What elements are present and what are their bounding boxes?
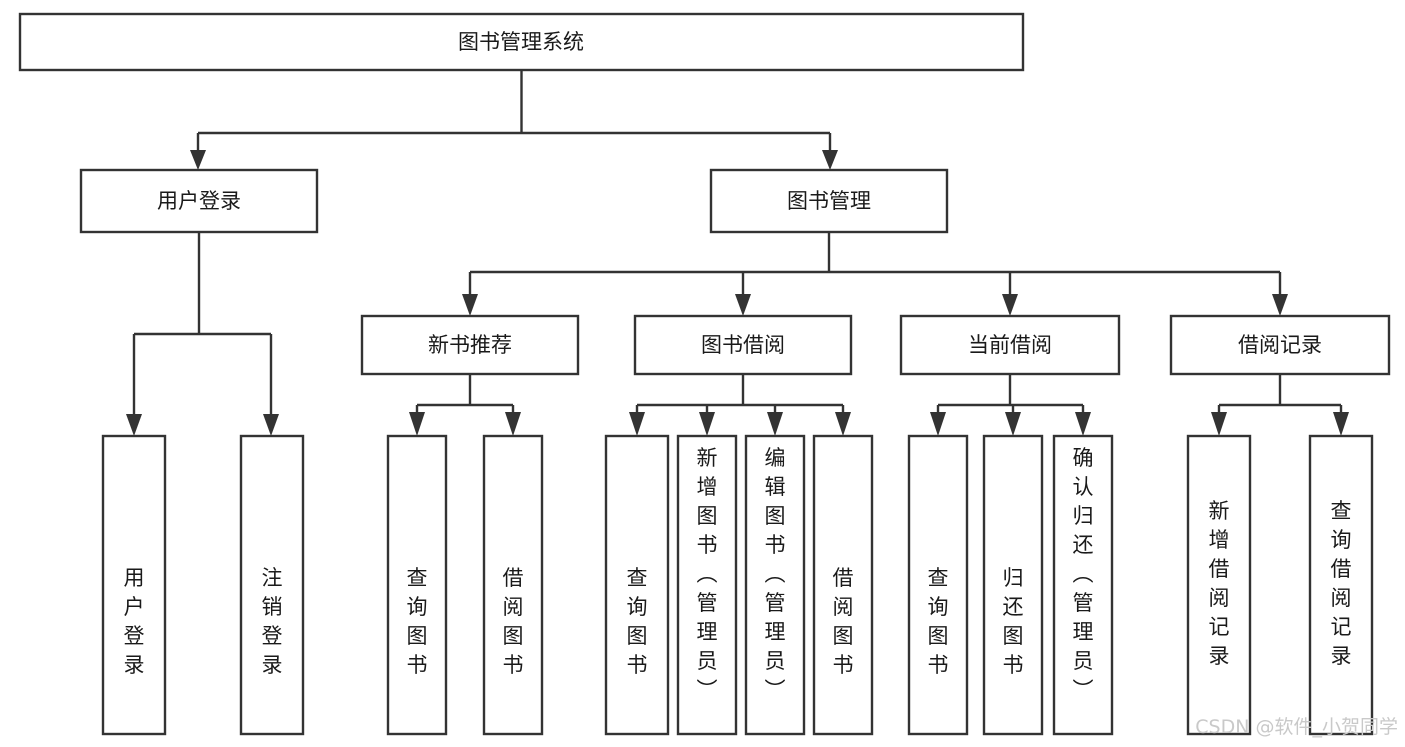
node-leaf-query-book-rec-label: 查询图书 [407, 566, 428, 677]
arrow-to-leaf-user-logout [263, 414, 279, 436]
node-book-borrow-box[interactable] [633, 314, 853, 376]
node-leaf-borrow-book-box[interactable] [812, 434, 874, 736]
node-root-label: 图书管理系统 [458, 30, 584, 54]
node-leaf-query-book-label: 查询图书 [627, 566, 648, 677]
node-leaf-query-record-label: 查询借阅记录 [1331, 499, 1352, 668]
arrow-root-to-book-manage [822, 150, 838, 170]
node-new-book-rec-box[interactable] [360, 314, 580, 376]
arrow-to-leaf-add-record [1211, 412, 1227, 436]
node-leaf-user-logout-box[interactable] [239, 434, 305, 736]
connector-group-new-book-rec [409, 374, 521, 436]
node-leaf-add-book-box[interactable] [676, 434, 738, 736]
arrow-to-leaf-borrow-book-rec [505, 412, 521, 436]
node-leaf-confirm-return-box[interactable] [1052, 434, 1114, 736]
node-new-book-rec[interactable]: 新书推荐 [360, 314, 580, 376]
arrow-to-leaf-return-book [1005, 412, 1021, 436]
connector-group-current-borrow [930, 374, 1091, 436]
arrow-root-to-user-login [190, 150, 206, 170]
node-leaf-query-book[interactable]: 查询图书 [604, 434, 670, 736]
node-leaf-query-book-cur-box[interactable] [907, 434, 969, 736]
arrow-to-leaf-query-book-rec [409, 412, 425, 436]
node-leaf-user-logout[interactable]: 注销登录 [239, 434, 305, 736]
node-leaf-user-login-box[interactable] [101, 434, 167, 736]
arrow-to-leaf-edit-book [767, 412, 783, 436]
node-leaf-query-book-cur[interactable]: 查询图书 [907, 434, 969, 736]
connector-group-book-manage [462, 232, 1288, 316]
node-book-borrow-label: 图书借阅 [701, 333, 785, 357]
node-leaf-return-book-label: 归还图书 [1003, 566, 1024, 677]
node-leaf-return-book[interactable]: 归还图书 [982, 434, 1044, 736]
node-current-borrow-label: 当前借阅 [968, 333, 1052, 357]
node-leaf-edit-book-box[interactable] [744, 434, 806, 736]
arrow-to-leaf-confirm-return [1075, 412, 1091, 436]
arrow-to-leaf-query-record [1333, 412, 1349, 436]
node-borrow-record[interactable]: 借阅记录 [1169, 314, 1391, 376]
node-leaf-return-book-box[interactable] [982, 434, 1044, 736]
connector-group-book-borrow [629, 374, 851, 436]
arrow-to-leaf-query-book [629, 412, 645, 436]
node-root[interactable]: 图书管理系统 [18, 12, 1025, 72]
node-book-borrow[interactable]: 图书借阅 [633, 314, 853, 376]
node-leaf-add-book[interactable]: 新增图书︵管理员︶ [676, 434, 738, 736]
node-leaf-query-record[interactable]: 查询借阅记录 [1308, 434, 1374, 736]
arrow-to-book-borrow [735, 294, 751, 316]
arrow-to-leaf-add-book [699, 412, 715, 436]
arrow-to-new-book-rec [462, 294, 478, 316]
connector-group-root [190, 70, 838, 170]
node-leaf-query-book-rec-box[interactable] [386, 434, 448, 736]
node-leaf-user-login-label: 用户登录 [124, 566, 145, 677]
arrow-to-leaf-user-login [126, 414, 142, 436]
arrow-to-borrow-record [1272, 294, 1288, 316]
node-leaf-user-logout-label: 注销登录 [262, 566, 283, 677]
csdn-watermark: CSDN @软件_小贺同学 [1195, 716, 1398, 738]
node-leaf-user-login[interactable]: 用户登录 [101, 434, 167, 736]
node-leaf-confirm-return-label: 确认归还︵管理员︶ [1073, 446, 1094, 702]
node-leaf-borrow-book-label: 借阅图书 [833, 566, 854, 677]
node-user-login[interactable]: 用户登录 [79, 168, 319, 234]
node-leaf-add-book-label: 新增图书︵管理员︶ [697, 446, 718, 702]
node-leaf-add-record[interactable]: 新增借阅记录 [1186, 434, 1252, 736]
node-user-login-label: 用户登录 [157, 189, 241, 213]
connector-group-user-login [126, 232, 279, 436]
node-borrow-record-box[interactable] [1169, 314, 1391, 376]
node-leaf-borrow-book-rec-box[interactable] [482, 434, 544, 736]
node-current-borrow[interactable]: 当前借阅 [899, 314, 1121, 376]
node-borrow-record-label: 借阅记录 [1238, 333, 1322, 357]
node-new-book-rec-label: 新书推荐 [428, 333, 512, 357]
connector-group-borrow-record [1211, 374, 1349, 436]
node-leaf-add-record-label: 新增借阅记录 [1209, 499, 1230, 668]
node-book-manage-label: 图书管理 [787, 189, 871, 213]
node-leaf-borrow-book[interactable]: 借阅图书 [812, 434, 874, 736]
node-leaf-edit-book[interactable]: 编辑图书︵管理员︶ [744, 434, 806, 736]
node-leaf-borrow-book-rec-label: 借阅图书 [503, 566, 524, 677]
arrow-to-current-borrow [1002, 294, 1018, 316]
node-book-manage[interactable]: 图书管理 [709, 168, 949, 234]
node-root-box[interactable] [18, 12, 1025, 72]
node-leaf-add-record-box[interactable] [1186, 434, 1252, 736]
node-current-borrow-box[interactable] [899, 314, 1121, 376]
node-user-login-box[interactable] [79, 168, 319, 234]
node-book-manage-box[interactable] [709, 168, 949, 234]
node-leaf-confirm-return[interactable]: 确认归还︵管理员︶ [1052, 434, 1114, 736]
node-leaf-borrow-book-rec[interactable]: 借阅图书 [482, 434, 544, 736]
node-leaf-query-record-box[interactable] [1308, 434, 1374, 736]
node-leaf-edit-book-label: 编辑图书︵管理员︶ [765, 446, 786, 702]
node-leaf-query-book-cur-label: 查询图书 [928, 566, 949, 677]
node-leaf-query-book-rec[interactable]: 查询图书 [386, 434, 448, 736]
node-leaf-query-book-box[interactable] [604, 434, 670, 736]
arrow-to-leaf-query-book-cur [930, 412, 946, 436]
arrow-to-leaf-borrow-book [835, 412, 851, 436]
